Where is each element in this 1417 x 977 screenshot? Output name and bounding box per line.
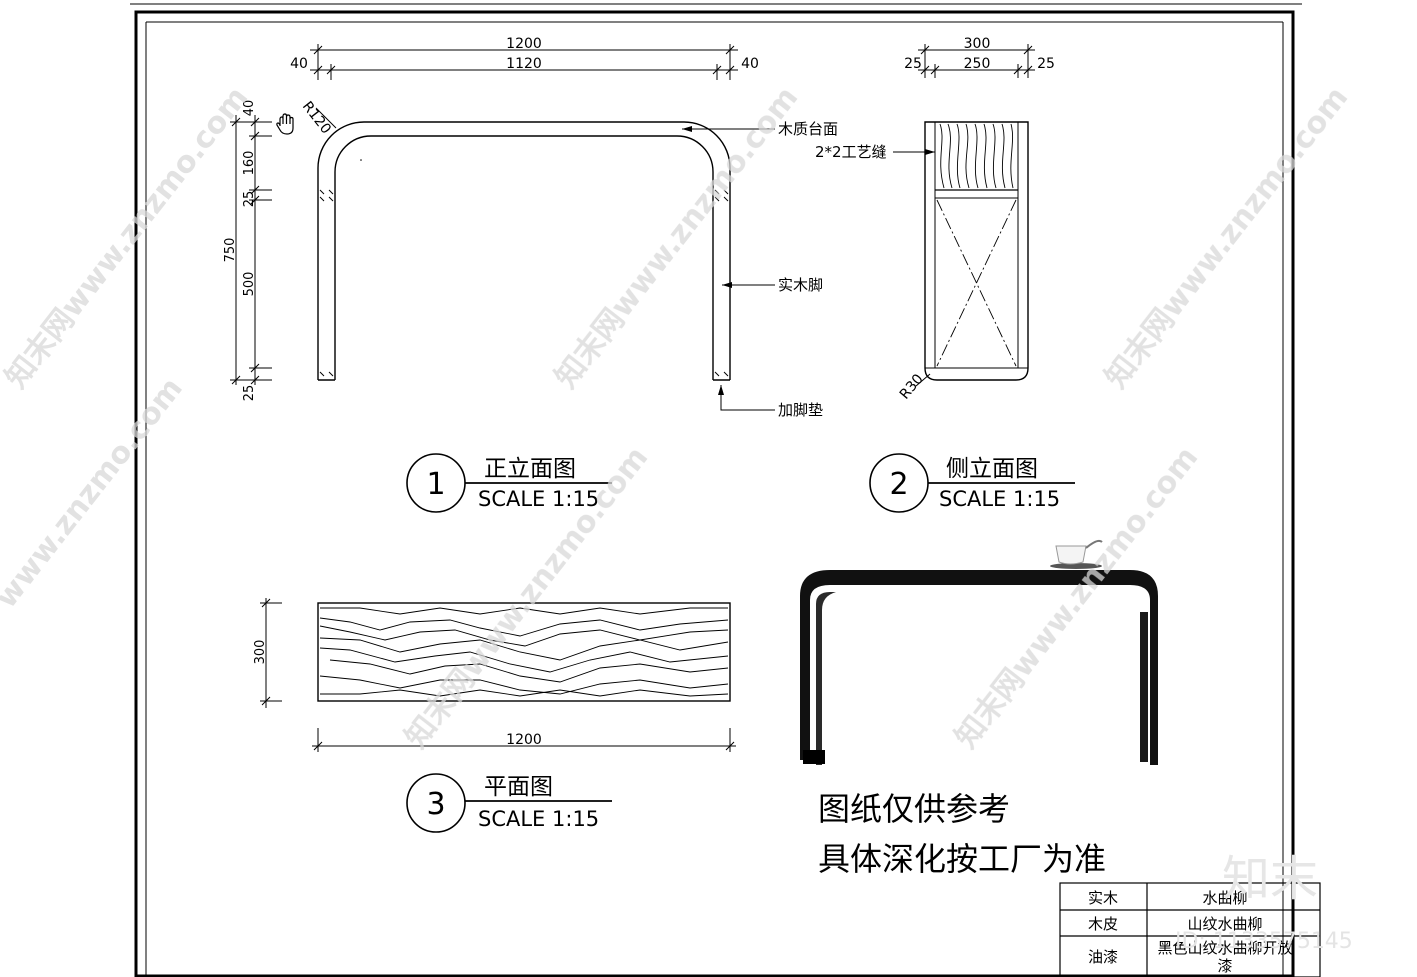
- watermark-site-6: www.znzmo.com: [0, 371, 190, 615]
- callout-seam: 2*2工艺缝: [815, 143, 887, 161]
- table-row-3-spec: 黑色山纹水曲柳开放: [1157, 939, 1292, 957]
- side-dim-25-left: 25: [904, 56, 922, 72]
- watermark-site-1: 知末网www.znzmo.com: [0, 80, 255, 395]
- side-wood-grain: [939, 123, 1014, 189]
- view-number-1: 1: [426, 467, 445, 502]
- table-row-3-item: 油漆: [1088, 948, 1118, 966]
- note-reference-only: 图纸仅供参考: [818, 790, 1010, 828]
- dim-500-vertical: 500: [242, 272, 257, 297]
- watermark-id: ID: 1133575145: [1175, 929, 1353, 954]
- callout-solid-leg: 实木脚: [778, 276, 823, 294]
- view-number-2: 2: [889, 467, 908, 502]
- table-perspective-render: [800, 539, 1158, 765]
- plan-tabletop: [317, 602, 731, 702]
- side-dim-300: 300: [964, 36, 991, 52]
- watermark-site-2: 知末网www.znzmo.com: [549, 80, 806, 395]
- radius-r120: R120: [299, 99, 334, 138]
- dim-160-vertical: 160: [242, 151, 257, 176]
- dim-40-left: 40: [290, 56, 308, 72]
- view-scale-plan: SCALE 1:15: [478, 807, 599, 831]
- callout-foot-pad: 加脚垫: [778, 401, 823, 419]
- callout-wood-top: 木质台面: [778, 120, 838, 138]
- side-elevation: 300 250 25 25 2*2工艺缝 R30 2 侧立面图 SCALE 1:…: [815, 36, 1075, 513]
- front-table-outline: [317, 121, 731, 380]
- drawing-frame: [130, 3, 1302, 977]
- table-row-1-spec: 水曲柳: [1202, 889, 1247, 907]
- dim-40-vertical: 40: [242, 100, 257, 117]
- front-elevation: 1200 1120 40 40 R120 40 160 25 750 500 2…: [223, 36, 838, 513]
- dim-1120: 1120: [506, 56, 542, 72]
- material-table: [1059, 882, 1321, 977]
- dim-25-vertical-b: 25: [242, 385, 257, 402]
- note-factory-detail: 具体深化按工厂为准: [818, 840, 1106, 878]
- plan-wood-grain: [319, 607, 729, 697]
- plan-view: 300 1200 3 平面图 SCALE 1:15: [253, 598, 736, 833]
- view-scale-side: SCALE 1:15: [939, 487, 1060, 511]
- side-dim-250: 250: [964, 56, 991, 72]
- dim-1200: 1200: [506, 36, 542, 52]
- table-row-2-item: 木皮: [1088, 915, 1118, 933]
- table-row-2-spec: 山纹水曲柳: [1187, 915, 1262, 933]
- dim-40-right: 40: [741, 56, 759, 72]
- watermark-brand: 知末: [1222, 851, 1318, 907]
- side-table-outline: [924, 121, 1029, 381]
- radius-r30: R30: [897, 371, 927, 402]
- view-title-side: 侧立面图: [946, 456, 1038, 482]
- side-dim-25-right: 25: [1037, 56, 1055, 72]
- dim-25-vertical-a: 25: [242, 191, 257, 208]
- table-row-1-item: 实木: [1088, 889, 1118, 907]
- hand-cursor-icon: [276, 113, 294, 135]
- view-title-plan: 平面图: [484, 774, 553, 800]
- plan-dim-1200: 1200: [506, 732, 542, 748]
- dim-750-vertical: 750: [223, 238, 238, 263]
- view-number-3: 3: [426, 787, 445, 822]
- watermark-site-3: 知末网www.znzmo.com: [1099, 80, 1356, 395]
- plan-dim-300: 300: [253, 640, 268, 665]
- table-row-3-spec-line2: 漆: [1217, 957, 1232, 975]
- view-number-circle-3: [406, 773, 466, 833]
- view-scale-front: SCALE 1:15: [478, 487, 599, 511]
- view-title-front: 正立面图: [484, 456, 576, 482]
